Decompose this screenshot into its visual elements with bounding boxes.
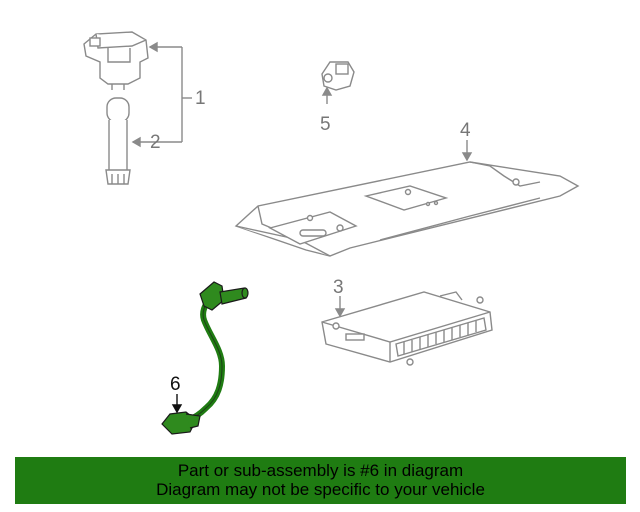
parts-diagram: 1 2 5 4 [83,31,580,435]
callout-2: 2 [150,132,161,153]
callout-arrow-4 [461,140,473,162]
coil-boot-part[interactable] [105,97,131,185]
banner-line-2: Diagram may not be specific to your vehi… [156,480,485,499]
banner-line-1: Part or sub-assembly is #6 in diagram [177,461,464,480]
crankshaft-sensor-part-6[interactable] [161,281,249,435]
callout-4: 4 [460,120,471,141]
callout-arrow-3 [334,296,346,318]
callout-bracket-1-2 [131,41,192,148]
sensor-part-5[interactable] [321,61,355,91]
ignition-coil-part[interactable] [83,31,149,90]
diagram-notice-banner: Part or sub-assembly is #6 in diagram Di… [15,457,626,504]
callout-1: 1 [195,88,206,109]
callout-6: 6 [170,374,181,395]
control-module-part[interactable] [321,291,493,366]
callout-arrow-6 [171,394,183,414]
cover-plate-part[interactable] [234,161,580,257]
callout-5: 5 [320,114,331,135]
callout-arrow-5 [321,86,333,104]
callout-3: 3 [333,277,344,298]
